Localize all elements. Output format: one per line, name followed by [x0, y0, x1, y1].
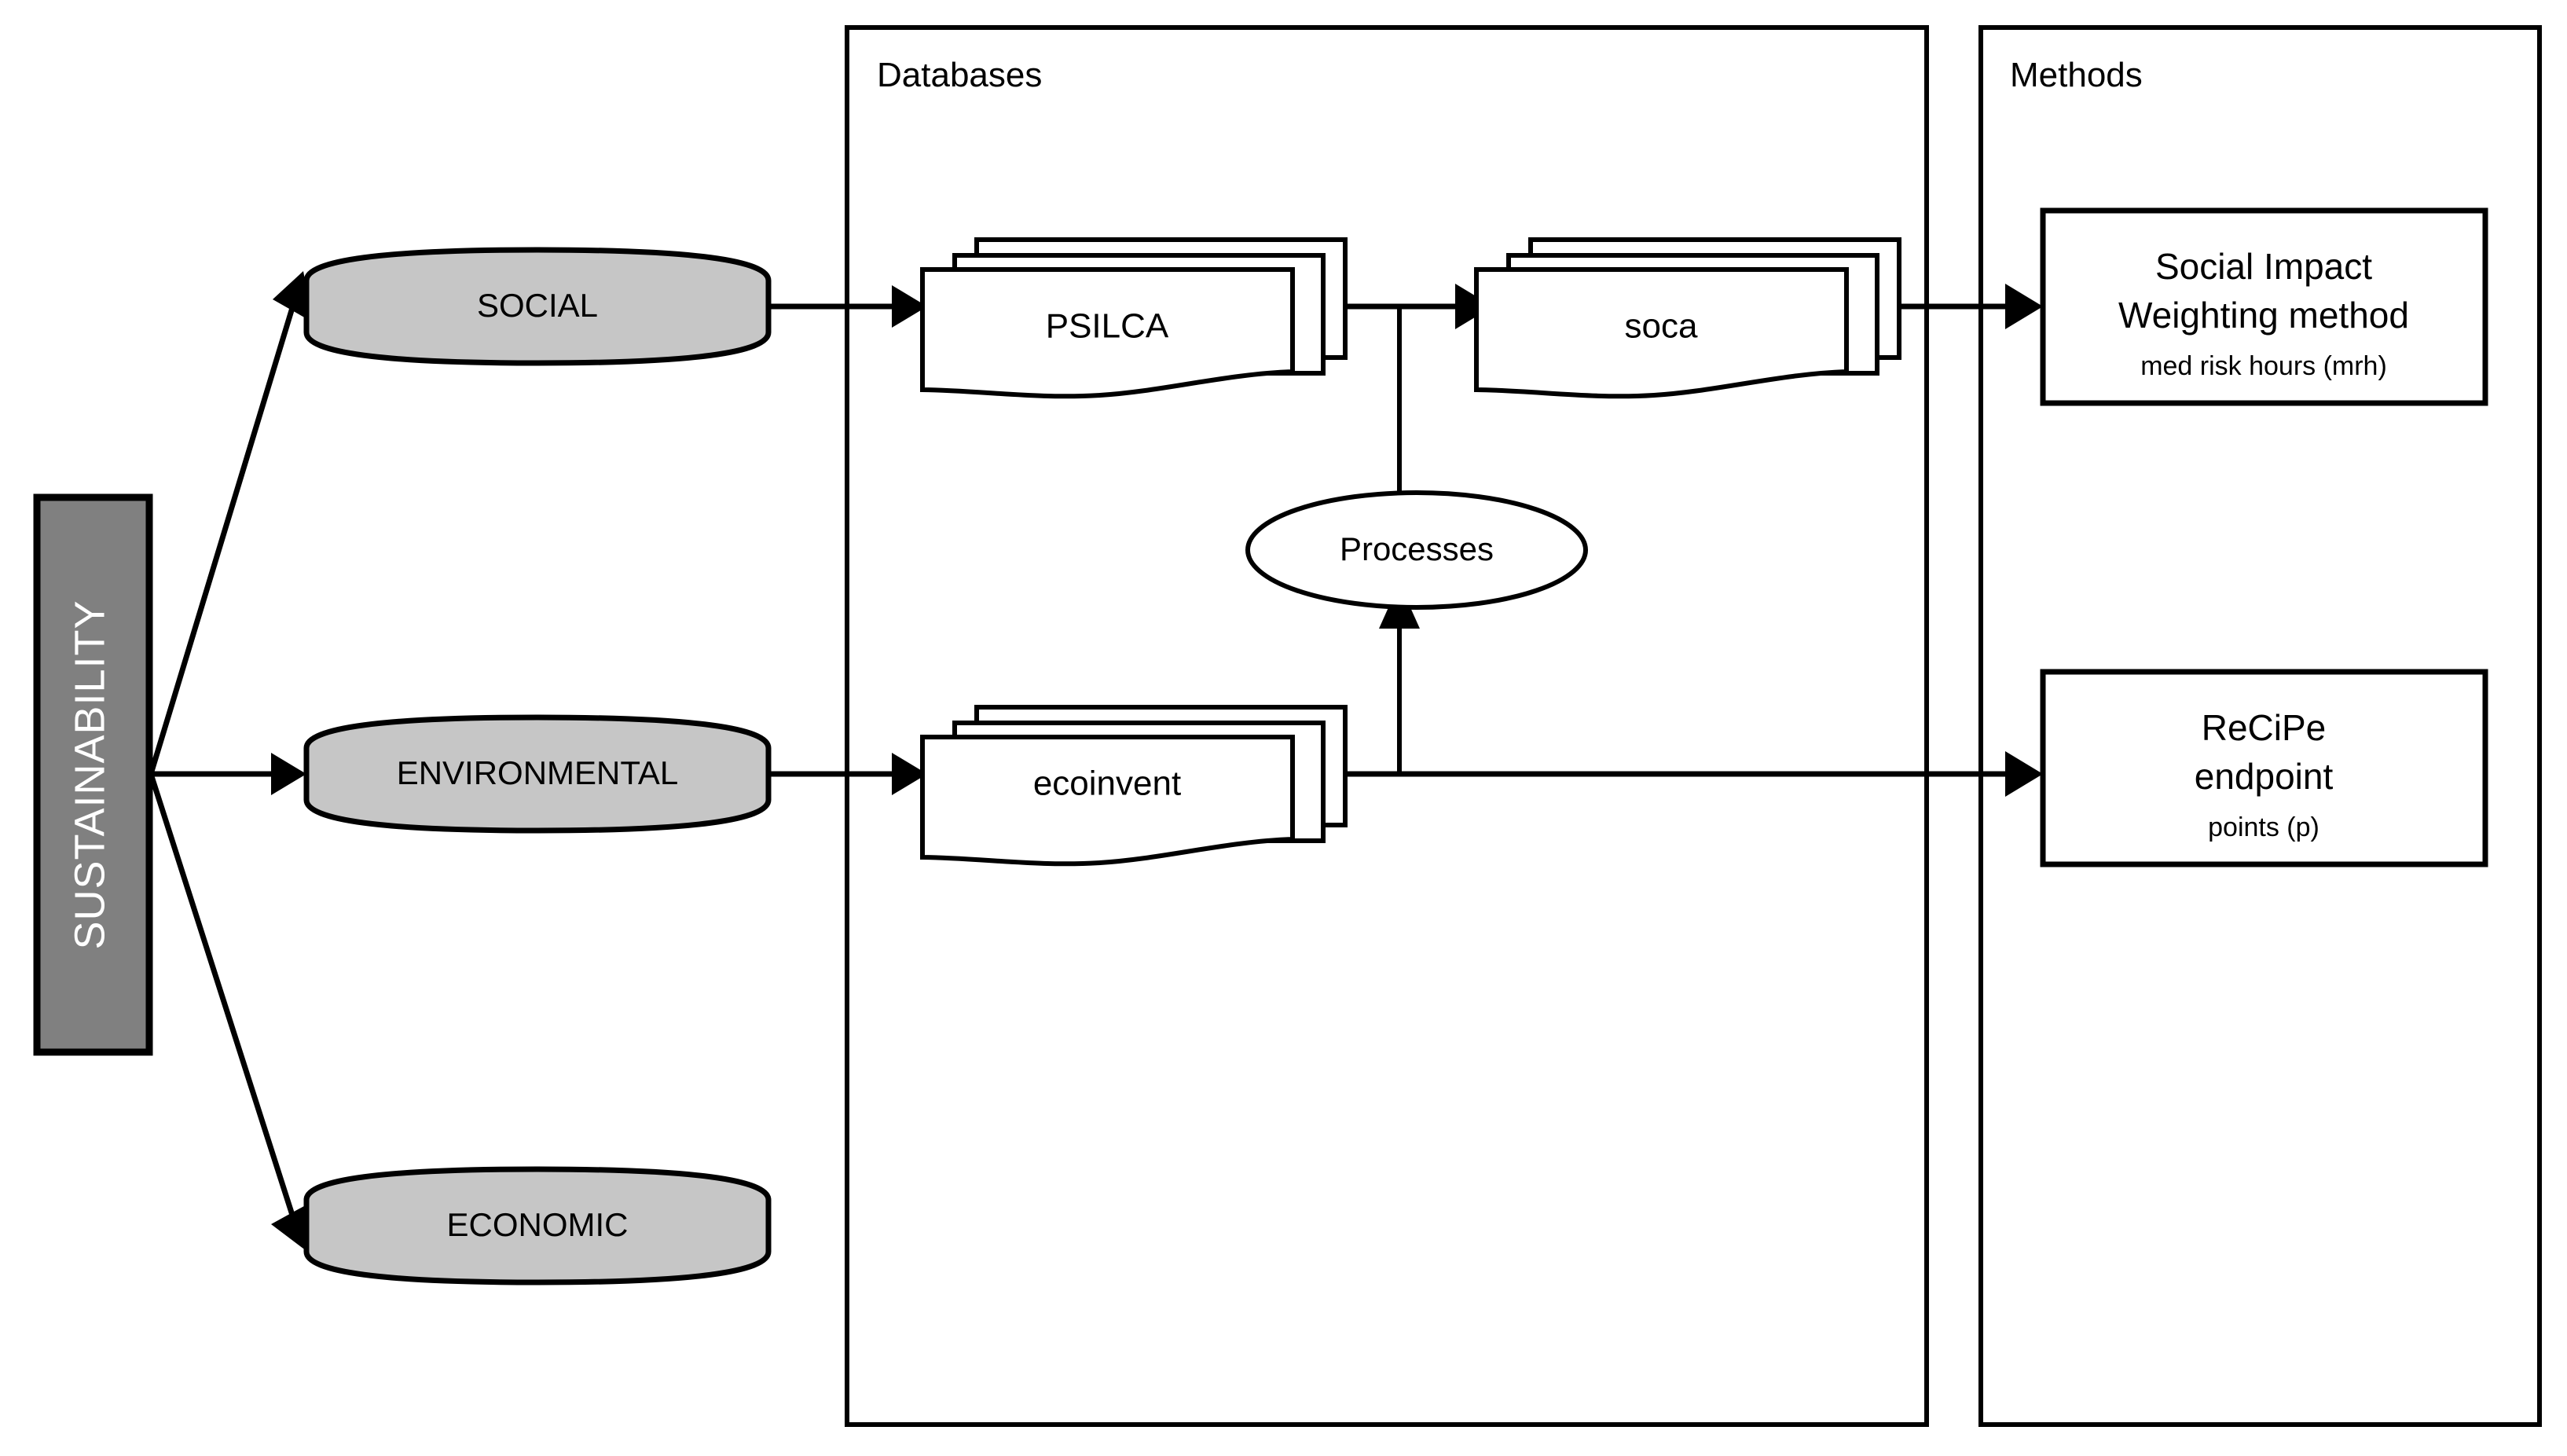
recipe-line-3: points (p) [2208, 812, 2319, 842]
social-impact-line-2: Weighting method [2118, 295, 2409, 336]
environmental-cylinder[interactable] [303, 714, 772, 834]
economic-label: ECONOMIC [447, 1206, 629, 1243]
social-impact-box[interactable] [2040, 207, 2488, 406]
sustainability-box[interactable] [33, 493, 153, 1056]
ecoinvent-sheet-front[interactable] [920, 735, 1295, 867]
databases-container-label: Databases [877, 56, 1042, 94]
processes-ellipse[interactable] [1245, 490, 1588, 610]
arrowhead-recipe [2005, 751, 2043, 797]
pillar-economic[interactable]: ECONOMIC [303, 1166, 772, 1285]
database-psilca[interactable]: PSILCA [920, 237, 1348, 399]
arrowhead-social-impact [2005, 284, 2043, 329]
soca-sheet-front[interactable] [1474, 267, 1849, 399]
soca-label: soca [1625, 307, 1698, 346]
social-impact-line-1: Social Impact [2155, 246, 2372, 287]
pillar-social[interactable]: SOCIAL [303, 247, 772, 366]
psilca-label: PSILCA [1046, 307, 1169, 346]
arrowhead-ecoinvent [892, 753, 927, 795]
social-impact-line-3: med risk hours (mrh) [2140, 351, 2387, 381]
edge-soca-to-social-impact [1884, 284, 2043, 329]
method-social-impact-weighting[interactable]: Social Impact Weighting method med risk … [2040, 207, 2488, 406]
recipe-box[interactable] [2040, 669, 2488, 867]
sustainability-label: SUSTAINABILITY [66, 600, 113, 949]
recipe-line-2: endpoint [2195, 756, 2334, 797]
edge-sustainability-to-social [148, 271, 313, 776]
arrowhead-economic [271, 1202, 311, 1251]
ecoinvent-label: ecoinvent [1033, 765, 1181, 803]
recipe-line-1: ReCiPe [2202, 707, 2327, 748]
arrowhead-environmental [271, 753, 306, 795]
arrowhead-social [273, 271, 313, 322]
psilca-sheet-front[interactable] [920, 267, 1295, 399]
edge-social-to-psilca [768, 285, 927, 328]
pillar-environmental[interactable]: ENVIRONMENTAL [303, 714, 772, 834]
arrowhead-psilca [892, 285, 927, 328]
edge-sustainability-to-economic [148, 772, 311, 1251]
database-ecoinvent[interactable]: ecoinvent [920, 705, 1348, 867]
edge-sustainability-to-environmental [151, 753, 306, 795]
database-soca[interactable]: soca [1474, 237, 1901, 399]
social-label: SOCIAL [477, 287, 598, 324]
social-cylinder[interactable] [303, 247, 772, 366]
sustainability-node[interactable]: SUSTAINABILITY [33, 493, 153, 1056]
environmental-label: ENVIRONMENTAL [397, 754, 679, 791]
processes-label: Processes [1340, 530, 1494, 567]
method-recipe-endpoint[interactable]: ReCiPe endpoint points (p) [2040, 669, 2488, 867]
methods-container-label: Methods [2010, 56, 2143, 94]
processes-node[interactable]: Processes [1245, 490, 1588, 610]
economic-cylinder[interactable] [303, 1166, 772, 1285]
edge-ecoinvent-to-recipe [1334, 751, 2043, 797]
edge-environmental-to-ecoinvent [768, 753, 927, 795]
